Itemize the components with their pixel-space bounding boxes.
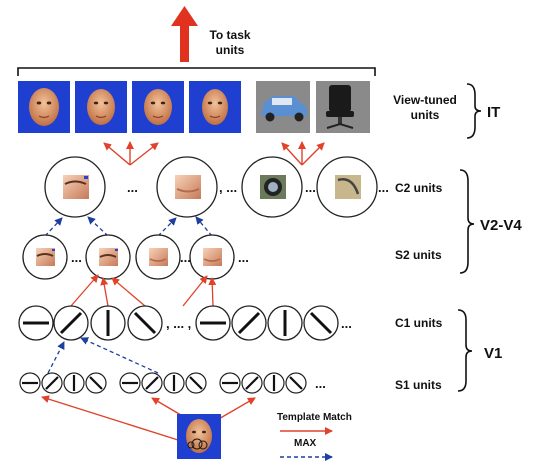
input-image — [177, 414, 221, 459]
car-icon — [261, 96, 307, 122]
face-icon — [87, 89, 115, 125]
top-arrow — [171, 6, 198, 62]
s2-unit-4 — [189, 234, 235, 280]
c1-unit-7 — [267, 305, 303, 341]
view-unit-face-3 — [132, 81, 184, 133]
view-unit-chair — [316, 81, 370, 133]
top-arrow-label-1: To task — [209, 28, 250, 42]
c2-unit-2 — [156, 156, 218, 218]
view-unit-face-2 — [75, 81, 127, 133]
face-icon — [202, 89, 228, 125]
s2-unit-3 — [135, 234, 181, 280]
face-icon — [29, 88, 59, 126]
s2-unit-2 — [85, 234, 131, 280]
legend-max-label: MAX — [294, 438, 317, 449]
legend-template-match-label: Template Match — [277, 412, 352, 423]
c2-unit-1 — [44, 156, 106, 218]
s2-label: S2 units — [395, 248, 442, 262]
v2v4-bracket — [459, 169, 475, 274]
s1-to-c1-max-arrows — [47, 337, 159, 374]
legend: Template Match MAX — [277, 412, 352, 461]
v2v4-area-label: V2-V4 — [480, 217, 522, 234]
c2-ellipsis-2: ... — [305, 180, 316, 195]
c2-ellipsis-3: ... — [378, 180, 389, 195]
view-unit-car — [256, 81, 310, 133]
top-arrow-label-2: units — [216, 43, 245, 57]
s2-ellipsis-3: ... — [238, 250, 249, 265]
view-unit-face-4 — [189, 81, 241, 133]
c2-label: C2 units — [395, 181, 443, 195]
c2-unit-4 — [316, 156, 378, 218]
s1-label: S1 units — [395, 378, 442, 392]
c1-unit-8 — [303, 305, 339, 341]
s1-group-3 — [219, 372, 307, 394]
c2-ellipsis-1: ... — [127, 180, 138, 195]
c1-ellipsis: ... — [341, 316, 352, 331]
c1-unit-2 — [53, 305, 89, 341]
s2-ellipsis-1: ... — [71, 250, 82, 265]
view-tuned-label-1: View-tuned — [393, 93, 457, 107]
c1-unit-1 — [18, 305, 54, 341]
c1-to-s2-template-arrows — [70, 274, 217, 307]
c1-unit-4 — [127, 305, 163, 341]
s1-ellipsis: ... — [315, 376, 326, 391]
view-tuned-top-bracket — [17, 67, 376, 76]
s2-to-c2-max-arrows — [44, 216, 213, 237]
v1-bracket — [457, 309, 473, 392]
c2-unit-3 — [241, 156, 303, 218]
c1-separator: , ... , — [166, 316, 191, 331]
c2-separator-1: , ... — [219, 180, 237, 195]
face-icon — [144, 89, 172, 125]
s2-unit-1 — [22, 234, 68, 280]
it-bracket — [466, 83, 482, 139]
view-unit-face-1 — [18, 81, 70, 133]
v1-area-label: V1 — [484, 345, 502, 362]
s1-group-2 — [119, 372, 207, 394]
c2-to-view-arrows — [103, 141, 325, 166]
it-area-label: IT — [487, 104, 500, 121]
c1-unit-3 — [90, 305, 126, 341]
chair-icon — [326, 85, 354, 129]
s2-ellipsis-2: ... — [180, 250, 191, 265]
s1-group-1 — [19, 372, 107, 394]
input-to-s1-template-arrows — [41, 395, 256, 441]
c1-unit-5 — [195, 305, 231, 341]
c1-unit-6 — [231, 305, 267, 341]
view-tuned-label-2: units — [411, 108, 440, 122]
c1-label: C1 units — [395, 316, 443, 330]
